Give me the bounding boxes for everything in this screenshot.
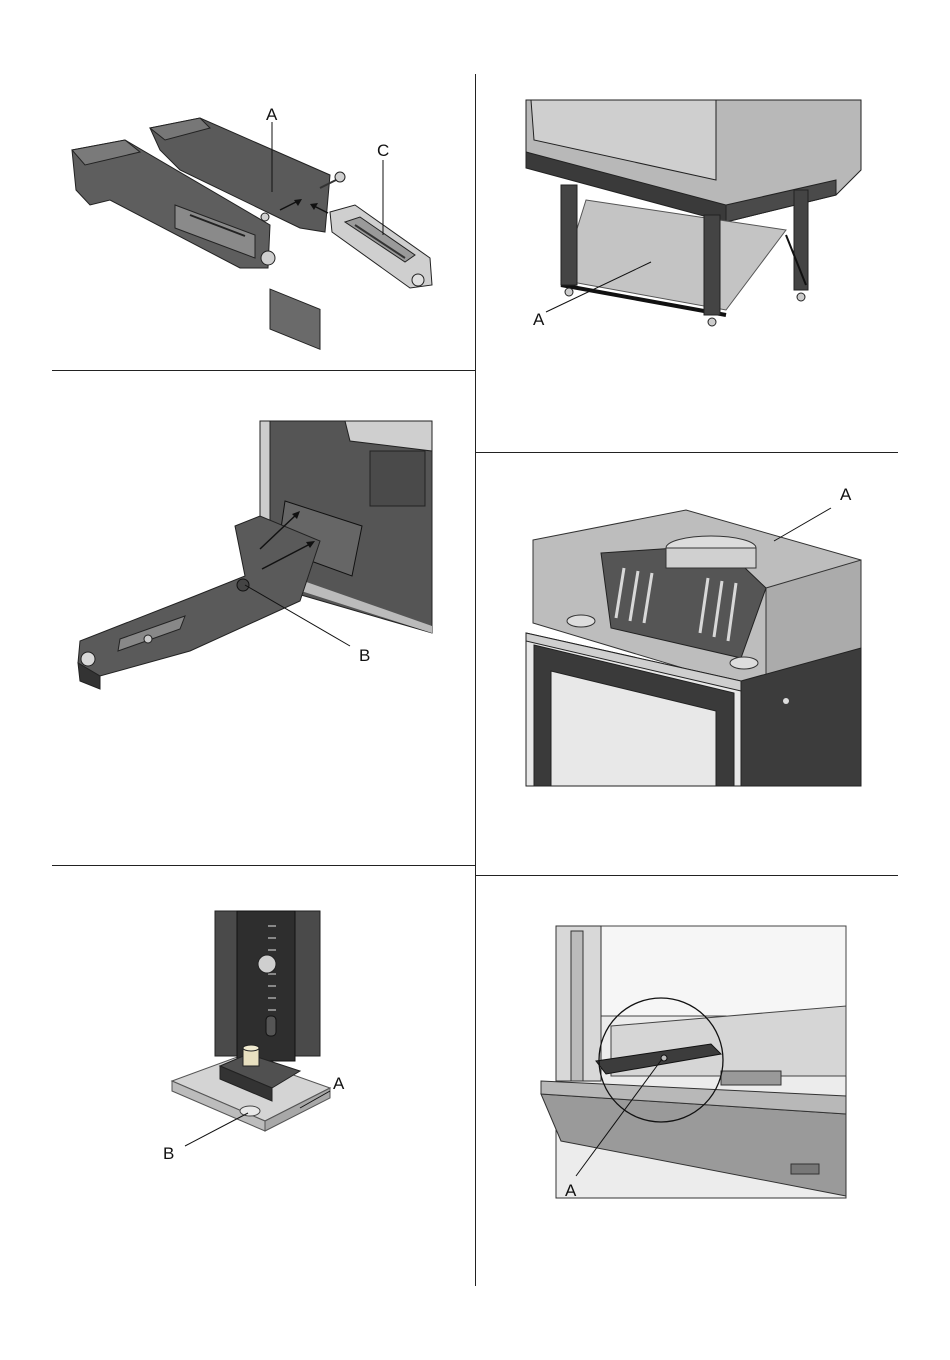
label-a: A bbox=[533, 311, 544, 328]
figure-bracket-assembly: A C bbox=[0, 0, 475, 370]
leg-foot-drawing bbox=[0, 866, 475, 1286]
stove-base-drawing bbox=[476, 0, 900, 452]
label-a: A bbox=[333, 1075, 344, 1092]
label-b: B bbox=[163, 1145, 174, 1162]
figure-leg-foot: A B bbox=[0, 866, 475, 1286]
figure-firebox-detail: A bbox=[476, 876, 900, 1286]
label-b: B bbox=[359, 647, 370, 664]
figure-convection-hood: A bbox=[476, 453, 900, 875]
label-a: A bbox=[266, 106, 277, 123]
bracket-wall-drawing bbox=[0, 371, 475, 865]
figure-stove-base-plate: A bbox=[476, 0, 900, 452]
label-a: A bbox=[840, 486, 851, 503]
firebox-detail-drawing bbox=[476, 876, 900, 1286]
label-a: A bbox=[565, 1182, 576, 1199]
bracket-assembly-drawing bbox=[0, 0, 475, 370]
label-c: C bbox=[377, 142, 389, 159]
convection-hood-drawing bbox=[476, 453, 900, 875]
figure-bracket-wall-mount: B bbox=[0, 371, 475, 865]
